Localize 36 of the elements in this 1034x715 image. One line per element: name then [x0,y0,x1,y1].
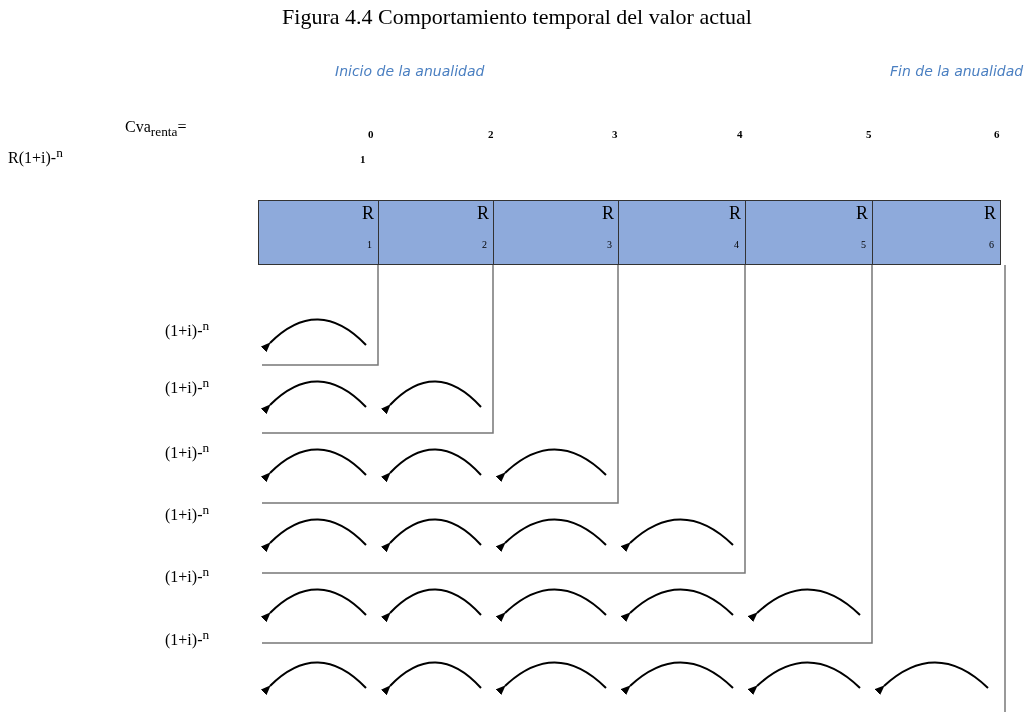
period-number: 2 [488,128,494,140]
payment-symbol: R [729,203,741,224]
discount-factor: (1+i)-$^{n}$ [165,564,210,587]
period-number: 1 [367,239,372,250]
annotation-text: Inicio de la anualidad [335,62,485,81]
formula-text: R(1+i)-$^{n}$ [8,145,63,168]
payment-symbol: R [984,203,996,224]
period-number: 5 [861,239,866,250]
period-number: 6 [994,128,1000,140]
payment-symbol: R [602,203,614,224]
discount-factor: (1+i)-$^{n}$ [165,318,210,341]
period-number: 3 [607,239,612,250]
discount-factor: (1+i)-$^{n}$ [165,375,210,398]
period-number: 0 [368,128,374,140]
period-cell [618,200,746,265]
payment-symbol: R [856,203,868,224]
formula-text: Cva$_{renta}$= [125,118,187,141]
figure-title: Figura 4.4 Comportamiento temporal del valor actual [281,4,753,30]
discount-factor: (1+i)-$^{n}$ [165,502,210,525]
period-cell [872,200,1001,265]
discount-factor: (1+i)-$^{n}$ [165,627,210,650]
payment-symbol: R [477,203,489,224]
period-cell [378,200,494,265]
period-cell [258,200,379,265]
period-number: 2 [482,239,487,250]
period-number: 3 [612,128,618,140]
period-number: 1 [360,153,366,165]
period-number: 4 [737,128,743,140]
period-number: 4 [734,239,739,250]
period-cell [745,200,873,265]
annotation-text: Fin de la anualidad [890,62,1025,81]
discount-factor: (1+i)-$^{n}$ [165,440,210,463]
period-cell [493,200,619,265]
payment-symbol: R [362,203,374,224]
period-number: 5 [866,128,872,140]
period-number: 6 [989,239,994,250]
